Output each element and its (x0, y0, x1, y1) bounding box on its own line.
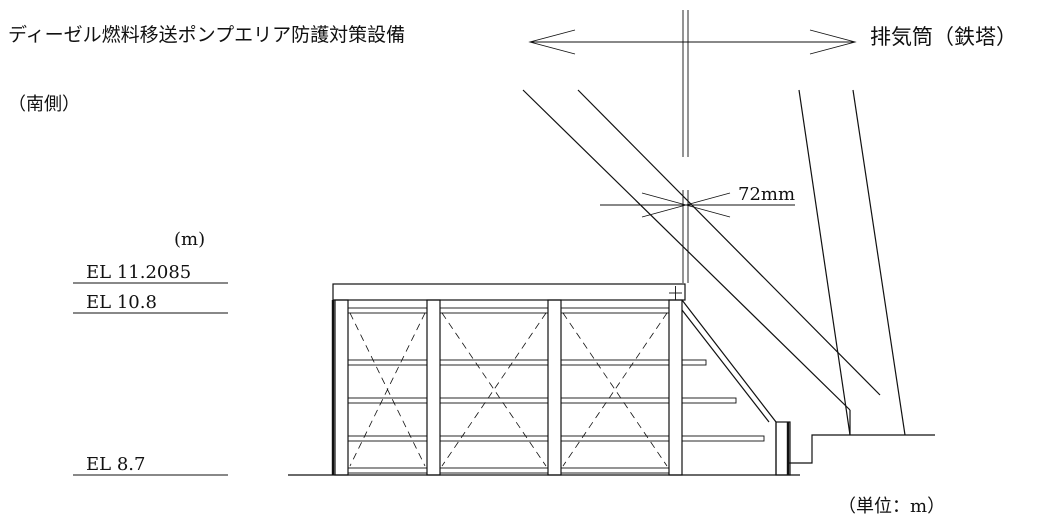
side-label: （南側） (8, 94, 80, 115)
gap-dimension (600, 192, 795, 218)
unit-note: （単位：m） (838, 496, 945, 517)
gap-value: 72mm (738, 184, 795, 205)
exhaust-stack-tower (522, 89, 935, 464)
left-structure-label: ディーゼル燃料移送ポンプエリア防護対策設備 (8, 24, 405, 46)
right-structure-label: 排気筒（鉄塔） (870, 25, 1017, 49)
reference-double-line (682, 10, 689, 283)
elevation-8-7: EL 8.7 (86, 454, 145, 475)
elevation-10-8: EL 10.8 (86, 292, 157, 313)
protection-structure-frame (331, 283, 791, 476)
unit-m-label: (m) (174, 229, 205, 250)
direction-arrow (528, 29, 857, 55)
elevation-11-2085: EL 11.2085 (86, 262, 191, 283)
